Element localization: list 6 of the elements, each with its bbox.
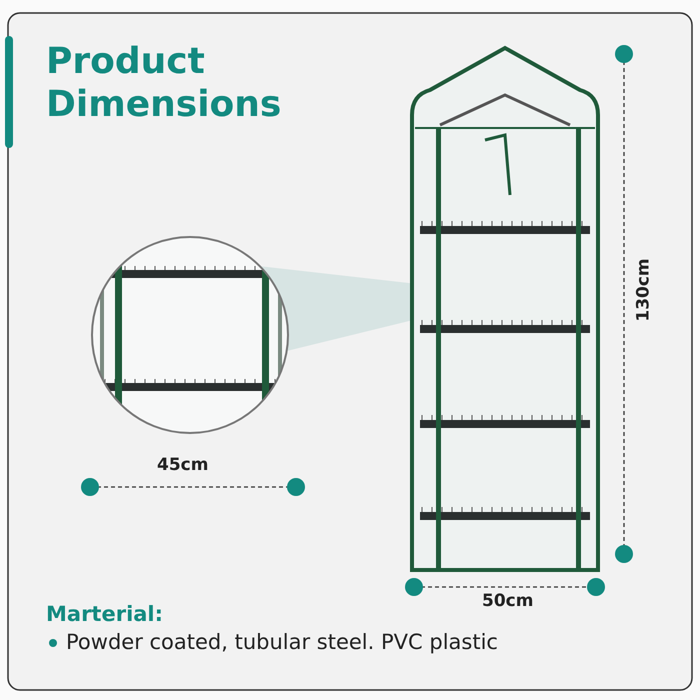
dimension-label: 45cm <box>157 455 208 475</box>
dimension-label: 130cm <box>634 258 654 322</box>
title: Product Dimensions <box>46 40 282 126</box>
material-text: Powder coated, tubular steel. PVC plastic <box>66 630 498 654</box>
dimension-label: 50cm <box>482 591 534 611</box>
section-heading: Marterial: <box>46 602 164 626</box>
